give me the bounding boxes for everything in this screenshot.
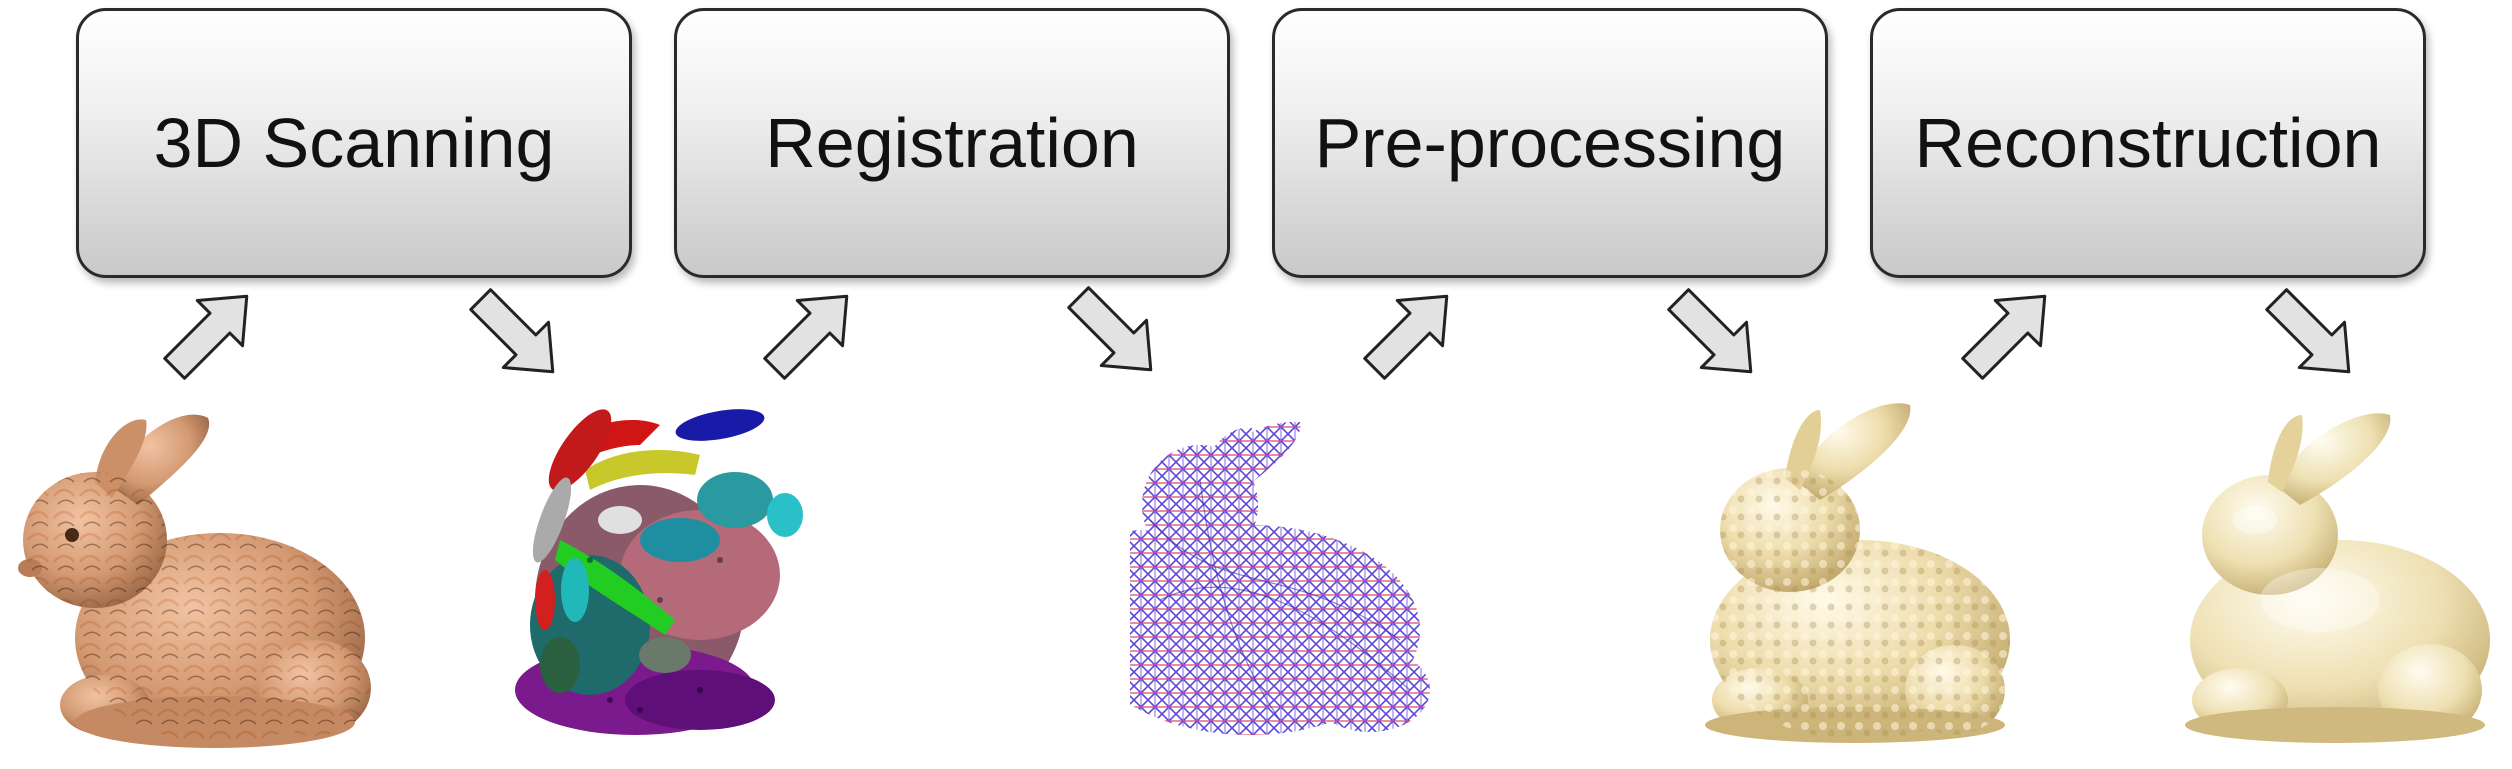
noisy-surface-bunny-icon — [1705, 403, 2010, 743]
block-arrow-icon — [763, 294, 849, 380]
stage-label: Pre-processing — [1314, 104, 1786, 182]
scan-patches-icon — [515, 409, 803, 735]
stage-box-3d-scanning: 3D Scanning — [76, 8, 632, 278]
block-arrow-icon — [469, 288, 555, 374]
block-arrow-icon — [2265, 288, 2351, 374]
block-arrow-icon — [163, 294, 249, 380]
point-cloud-bunny-icon — [1130, 421, 1430, 735]
smooth-mesh-bunny-icon — [2185, 413, 2490, 743]
stage-box-registration: Registration — [674, 8, 1230, 278]
block-arrow-icon — [1363, 294, 1449, 380]
block-arrow-icon — [1961, 294, 2047, 380]
block-arrow-icon — [1067, 286, 1153, 372]
stage-box-pre-processing: Pre-processing — [1272, 8, 1828, 278]
stage-box-reconstruction: Reconstruction — [1870, 8, 2426, 278]
block-arrow-icon — [1667, 288, 1753, 374]
stage-label: Reconstruction — [1914, 104, 2382, 182]
stage-label: 3D Scanning — [153, 104, 555, 182]
stage-label: Registration — [765, 104, 1139, 182]
textured-bunny-icon — [18, 414, 371, 748]
